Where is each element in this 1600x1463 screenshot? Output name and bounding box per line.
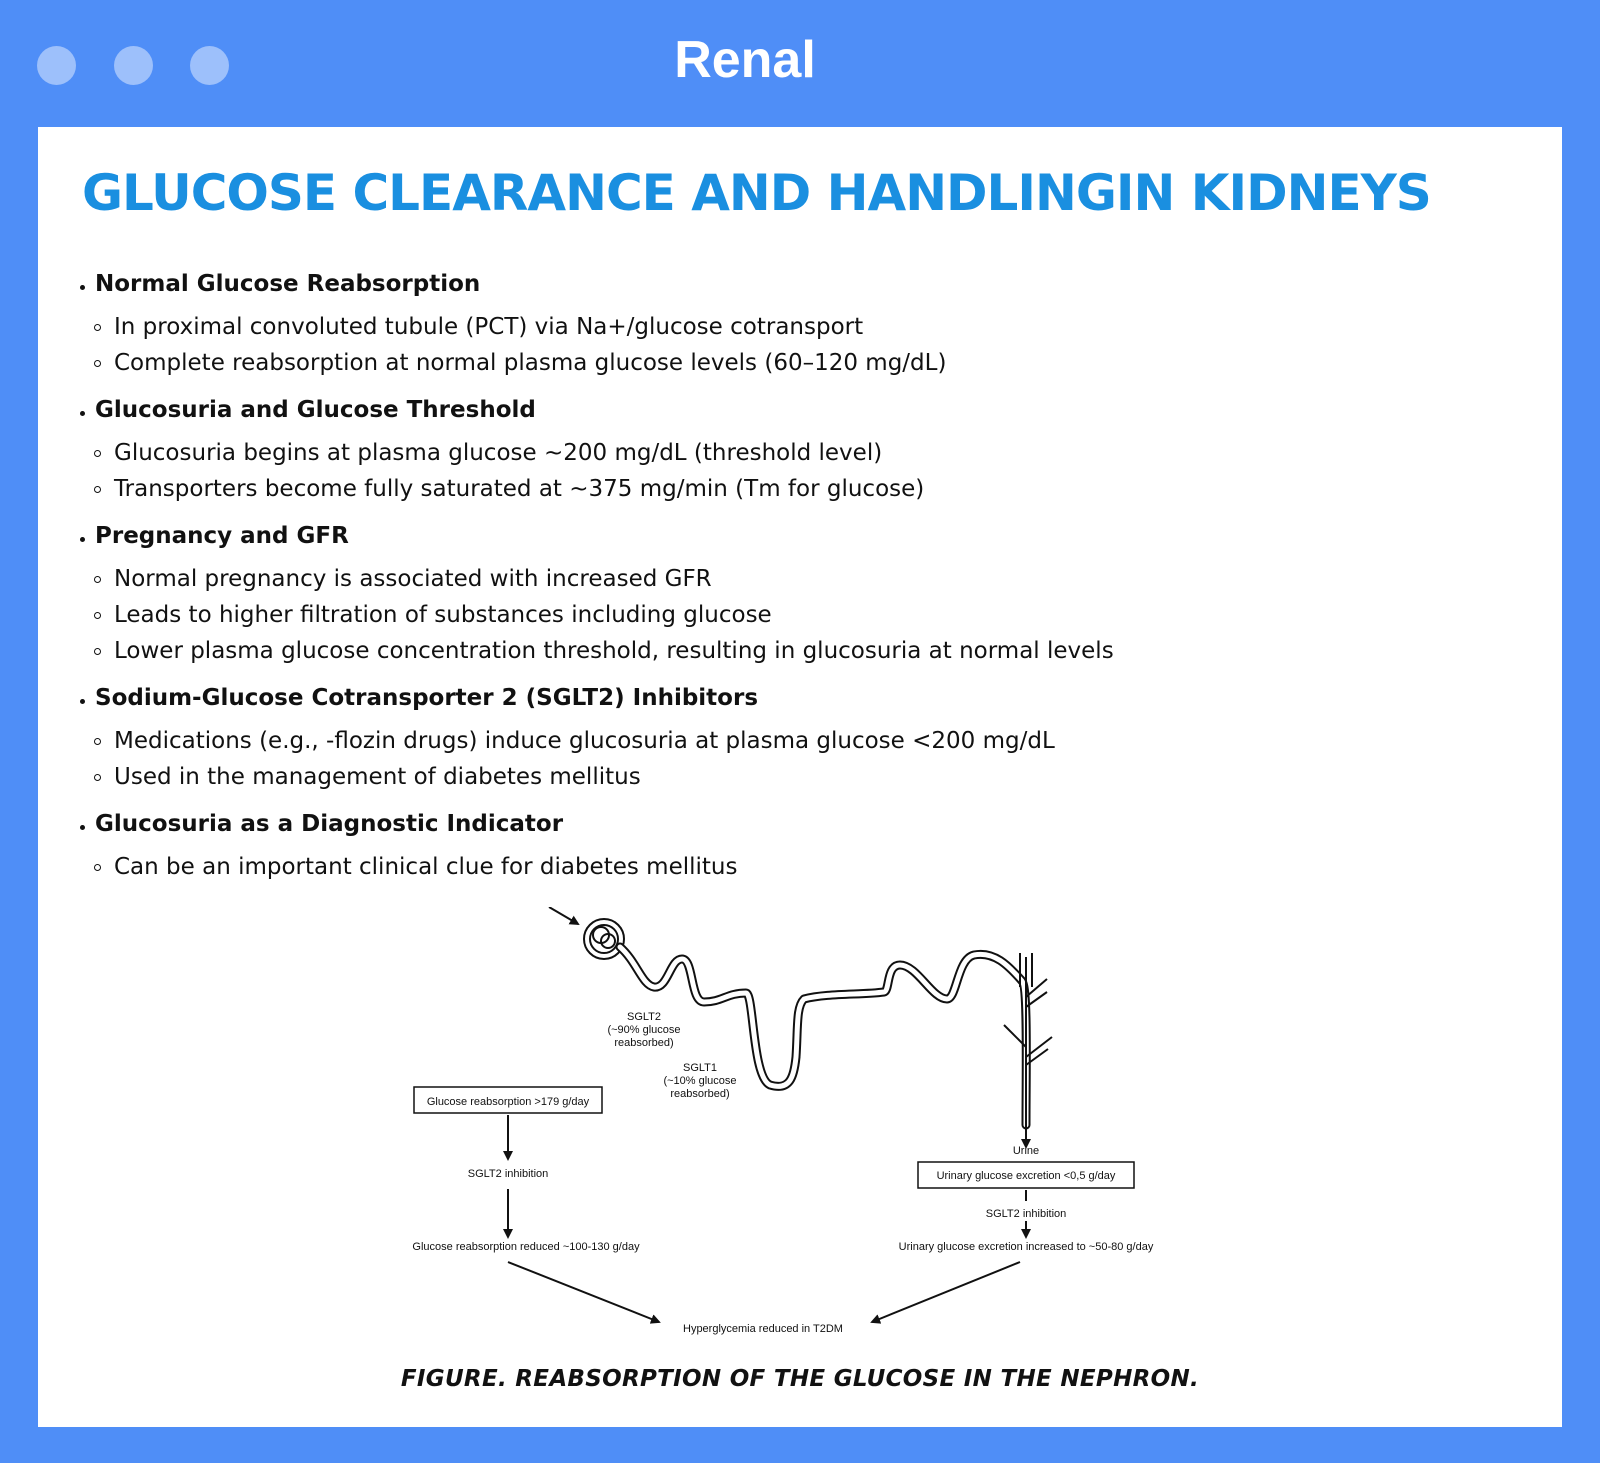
list-item: Leads to higher filtration of substances… <box>80 597 1114 633</box>
excretion-box <box>917 1161 1135 1189</box>
section-heading: Glucosuria and Glucose Threshold <box>95 397 536 423</box>
list-item-text: Used in the management of diabetes melli… <box>114 764 641 790</box>
bullet-icon <box>80 284 85 290</box>
section-heading: Pregnancy and GFR <box>95 523 349 549</box>
sglt2-label: SGLT2 <box>627 1011 661 1023</box>
list-item-text: Complete reabsorption at normal plasma g… <box>114 350 947 376</box>
reabsorption-box <box>413 1086 603 1114</box>
circle-bullet-icon <box>94 863 101 871</box>
circle-bullet-icon <box>94 485 101 493</box>
circle-bullet-icon <box>94 647 101 655</box>
list-item-text: In proximal convoluted tubule (PCT) via … <box>114 314 864 340</box>
list-item: Complete reabsorption at normal plasma g… <box>80 345 1114 381</box>
list-item-text: Can be an important clinical clue for di… <box>114 854 738 880</box>
content-panel: GLUCOSE CLEARANCE AND HANDLINGIN KIDNEYS… <box>38 127 1562 1427</box>
sglt2-detail: reabsorbed) <box>614 1037 673 1049</box>
list-item: Can be an important clinical clue for di… <box>80 849 1114 885</box>
right-inhibition-label: SGLT2 inhibition <box>986 1208 1067 1220</box>
list-item-text: Leads to higher filtration of substances… <box>114 602 772 628</box>
converge-arrow <box>870 1261 1021 1324</box>
bullet-icon <box>80 536 85 542</box>
sglt1-detail: reabsorbed) <box>670 1088 729 1100</box>
list-item: In proximal convoluted tubule (PCT) via … <box>80 309 1114 345</box>
circle-bullet-icon <box>94 359 101 367</box>
list-item-text: Normal pregnancy is associated with incr… <box>114 566 712 592</box>
reabsorption-box-label: Glucose reabsorption >179 g/day <box>427 1096 590 1108</box>
urine-label: Urine <box>1013 1145 1039 1157</box>
section-list: Normal Glucose Reabsorption In proximal … <box>80 267 1114 897</box>
list-item: Medications (e.g., -flozin drugs) induce… <box>80 723 1114 759</box>
list-item: Transporters become fully saturated at ~… <box>80 471 1114 507</box>
list-item: Used in the management of diabetes melli… <box>80 759 1114 795</box>
figure-caption: FIGURE. REABSORPTION OF THE GLUCOSE IN T… <box>400 1366 1200 1392</box>
circle-bullet-icon <box>94 737 101 745</box>
bullet-icon <box>80 698 85 704</box>
nephron-figure: SGLT2 (~90% glucose reabsorbed) SGLT1 (~… <box>412 907 1154 1335</box>
circle-bullet-icon <box>94 449 101 457</box>
list-item: Normal pregnancy is associated with incr… <box>80 561 1114 597</box>
window-maximize-button[interactable] <box>190 46 229 85</box>
section-sglt2-inhibitors: Sodium-Glucose Cotransporter 2 (SGLT2) I… <box>80 681 1114 795</box>
right-result-label: Urinary glucose excretion increased to ~… <box>899 1241 1154 1253</box>
section-heading: Normal Glucose Reabsorption <box>95 271 481 297</box>
circle-bullet-icon <box>94 773 101 781</box>
left-inhibition-label: SGLT2 inhibition <box>468 1168 549 1180</box>
afferent-arrow <box>548 907 580 926</box>
excretion-box-label: Urinary glucose excretion <0,5 g/day <box>937 1170 1116 1182</box>
section-diagnostic-indicator: Glucosuria as a Diagnostic Indicator Can… <box>80 807 1114 885</box>
list-item: Glucosuria begins at plasma glucose ~200… <box>80 435 1114 471</box>
section-heading: Glucosuria as a Diagnostic Indicator <box>95 811 564 837</box>
sglt1-label: SGLT1 <box>683 1062 717 1074</box>
circle-bullet-icon <box>94 575 101 583</box>
list-item-text: Transporters become fully saturated at ~… <box>114 476 925 502</box>
sglt1-detail: (~10% glucose <box>663 1075 736 1087</box>
left-result-label: Glucose reabsorption reduced ~100-130 g/… <box>412 1241 640 1253</box>
section-glucosuria-threshold: Glucosuria and Glucose Threshold Glucosu… <box>80 393 1114 507</box>
converge-arrow <box>507 1261 661 1324</box>
bullet-icon <box>80 410 85 416</box>
window-titlebar: Renal <box>0 0 1600 127</box>
section-normal-reabsorption: Normal Glucose Reabsorption In proximal … <box>80 267 1114 381</box>
sglt2-detail: (~90% glucose <box>607 1024 680 1036</box>
collecting-duct-drawing <box>1003 953 1053 1149</box>
list-item: Lower plasma glucose concentration thres… <box>80 633 1114 669</box>
page-title: GLUCOSE CLEARANCE AND HANDLINGIN KIDNEYS <box>82 164 1432 222</box>
window-close-button[interactable] <box>37 46 76 85</box>
circle-bullet-icon <box>94 323 101 331</box>
window-minimize-button[interactable] <box>114 46 153 85</box>
list-item-text: Lower plasma glucose concentration thres… <box>114 638 1114 664</box>
nephron-tubule-drawing <box>615 942 1031 1130</box>
bullet-icon <box>80 824 85 830</box>
list-item-text: Medications (e.g., -flozin drugs) induce… <box>114 728 1055 754</box>
window-title: Renal <box>674 31 816 89</box>
circle-bullet-icon <box>94 611 101 619</box>
outcome-label: Hyperglycemia reduced in T2DM <box>683 1323 843 1335</box>
section-pregnancy-gfr: Pregnancy and GFR Normal pregnancy is as… <box>80 519 1114 669</box>
list-item-text: Glucosuria begins at plasma glucose ~200… <box>114 440 883 466</box>
glomerulus-drawing <box>548 907 625 960</box>
section-heading: Sodium-Glucose Cotransporter 2 (SGLT2) I… <box>95 685 759 711</box>
